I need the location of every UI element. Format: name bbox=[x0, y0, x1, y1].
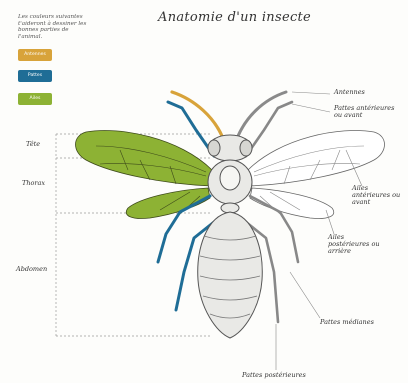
label-pattes-anterieures: Pattes antérieures ou avant bbox=[334, 105, 396, 119]
label-antennes: Antennes bbox=[334, 89, 365, 96]
label-tete: Tête bbox=[26, 141, 40, 148]
label-thorax: Thorax bbox=[22, 180, 45, 187]
antenna-right bbox=[238, 92, 286, 136]
label-pattes-medianes: Pattes médianes bbox=[320, 319, 374, 326]
label-pattes-posterieures: Pattes postérieures bbox=[242, 372, 306, 379]
label-ailes-posterieures: Ailes postérieures ou arrière bbox=[328, 234, 386, 255]
label-abdomen: Abdomen bbox=[16, 266, 47, 273]
label-ailes-anterieures: Ailes antérieures ou avant bbox=[352, 185, 404, 206]
